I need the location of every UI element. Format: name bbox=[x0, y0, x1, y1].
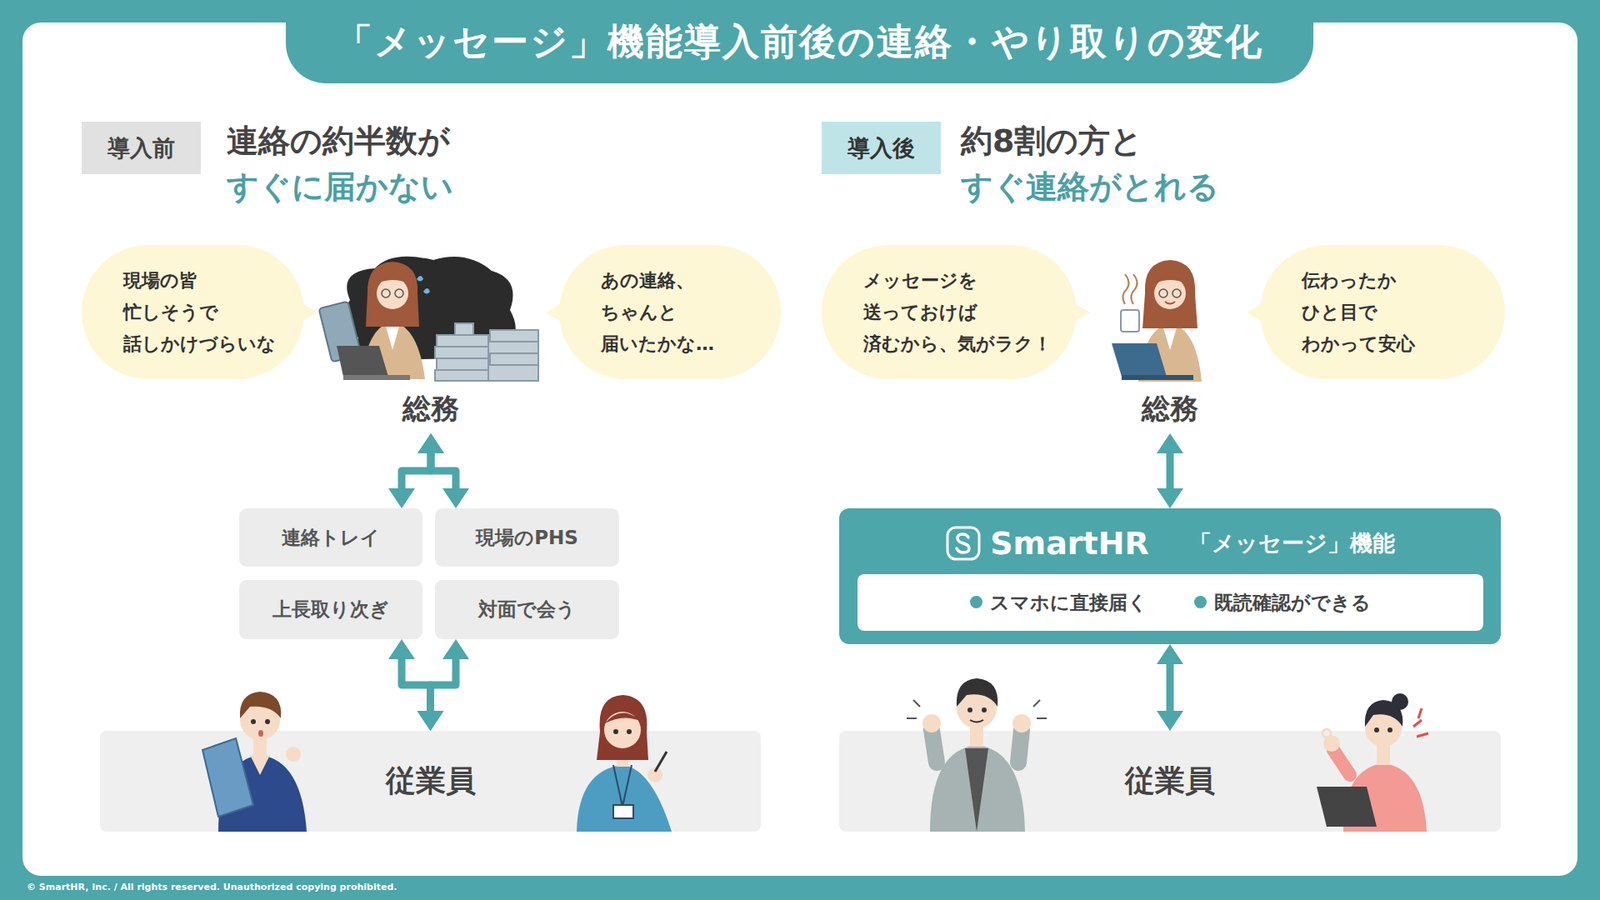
channel-box: 対面で会う bbox=[435, 580, 620, 640]
heading-emphasis: すぐ連絡がとれる bbox=[960, 168, 1220, 207]
arrow-line bbox=[1166, 660, 1175, 715]
arrow-head bbox=[417, 710, 445, 731]
arrow-head bbox=[417, 433, 445, 454]
connector-arrow bbox=[388, 639, 445, 731]
feature-box: SmartHR 「メッセージ」機能スマホに直接届く 既読確認ができる bbox=[839, 508, 1501, 645]
arrow-head bbox=[1156, 488, 1184, 509]
channel-box: 上長取り次ぎ bbox=[239, 580, 423, 640]
text-line: 話しかけづらいな bbox=[123, 328, 280, 360]
text-line: あの連絡、 bbox=[600, 265, 756, 297]
node-text: メッセージを 送っておけば 済むから、気がラク！ bbox=[863, 265, 1052, 360]
node-text: 現場のPHS bbox=[475, 525, 579, 551]
brand-name: SmartHR bbox=[990, 525, 1150, 562]
arrow-line bbox=[401, 450, 431, 492]
connector-arrow bbox=[417, 639, 470, 731]
arrow-head bbox=[388, 488, 415, 509]
arrow-line bbox=[430, 450, 456, 492]
role-label: 総務 bbox=[380, 388, 481, 434]
text-line: ひと目で bbox=[1301, 296, 1480, 329]
speech-bubble: あの連絡、 ちゃんと 届いたかな… bbox=[559, 245, 781, 380]
heading-emphasis: すぐに届かない bbox=[226, 168, 454, 207]
smarthr-logo bbox=[945, 525, 982, 562]
arrow-head bbox=[417, 433, 445, 454]
text-line: ちゃんと bbox=[600, 296, 756, 329]
bullet-text: 既読確認ができる bbox=[1194, 590, 1371, 616]
heading-text: 約8割の方と bbox=[960, 122, 1143, 161]
employee-band: 従業員 bbox=[839, 730, 1501, 832]
title-tab: 「メッセージ」機能導入前後の連絡・やり取りの変化 bbox=[285, 0, 1314, 84]
arrow-head bbox=[1156, 433, 1184, 454]
arrow-head bbox=[417, 710, 445, 731]
node-text: 総務 bbox=[402, 390, 460, 429]
node-text: 伝わったか ひと目で わかって安心 bbox=[1301, 265, 1480, 360]
text-line: 現場の皆 bbox=[123, 265, 280, 297]
channel-box: 連絡トレイ bbox=[239, 508, 423, 567]
heading-text: 連絡の約半数が bbox=[226, 122, 450, 161]
node-text: 従業員 bbox=[1125, 760, 1215, 802]
arrow-line bbox=[1166, 450, 1175, 492]
speech-bubble: 伝わったか ひと目で わかって安心 bbox=[1260, 245, 1505, 380]
copyright-note: © SmartHR, Inc. / All rights reserved. U… bbox=[26, 881, 398, 893]
node-text: 総務 bbox=[1141, 390, 1199, 429]
arrow-line bbox=[401, 655, 431, 715]
arrow-head bbox=[1156, 644, 1184, 665]
node-text: 対面で会う bbox=[478, 596, 576, 623]
text-line: 忙しそうで bbox=[123, 296, 280, 329]
phase-tag: 導入後 bbox=[821, 121, 941, 175]
speech-bubble: 現場の皆 忙しそうで 話しかけづらいな bbox=[81, 245, 305, 380]
connector-arrow bbox=[1156, 433, 1184, 509]
text-line: わかって安心 bbox=[1301, 328, 1480, 360]
arrow-head bbox=[442, 488, 470, 509]
text-line: 届いたかな… bbox=[600, 328, 756, 360]
node-text: 導入前 bbox=[107, 133, 175, 164]
speech-bubble: メッセージを 送っておけば 済むから、気がラク！ bbox=[821, 245, 1077, 380]
arrow-head bbox=[442, 639, 470, 660]
role-label: 総務 bbox=[1120, 388, 1220, 434]
connector-arrow bbox=[388, 433, 445, 509]
text-line: メッセージを bbox=[863, 265, 1052, 297]
phase-tag: 導入前 bbox=[81, 121, 201, 175]
node-text: 導入後 bbox=[847, 133, 915, 164]
diagram-title: 「メッセージ」機能導入前後の連絡・やり取りの変化 bbox=[335, 17, 1264, 67]
channel-box: 現場のPHS bbox=[435, 508, 620, 567]
arrow-head bbox=[1156, 710, 1184, 731]
text-line: 送っておけば bbox=[863, 296, 1052, 329]
node-text: 現場の皆 忙しそうで 話しかけづらいな bbox=[123, 265, 280, 360]
connector-arrow bbox=[1156, 644, 1184, 731]
employee-band: 従業員 bbox=[100, 730, 761, 832]
feature-name: 「メッセージ」機能 bbox=[1189, 528, 1395, 559]
connector-arrow bbox=[417, 433, 470, 509]
node-text: 従業員 bbox=[385, 760, 476, 802]
logo-row: SmartHR 「メッセージ」機能 bbox=[839, 521, 1501, 565]
text-line: 伝わったか bbox=[1301, 265, 1480, 297]
node-text: 上長取り次ぎ bbox=[272, 596, 390, 623]
arrow-head bbox=[388, 639, 415, 660]
bullet-text: スマホに直接届く bbox=[970, 590, 1148, 616]
node-text: あの連絡、 ちゃんと 届いたかな… bbox=[600, 265, 756, 360]
text-line: 済むから、気がラク！ bbox=[863, 328, 1052, 360]
feature-points: スマホに直接届く 既読確認ができる bbox=[857, 574, 1484, 631]
node-text: 連絡トレイ bbox=[281, 525, 380, 551]
arrow-line bbox=[430, 655, 457, 715]
